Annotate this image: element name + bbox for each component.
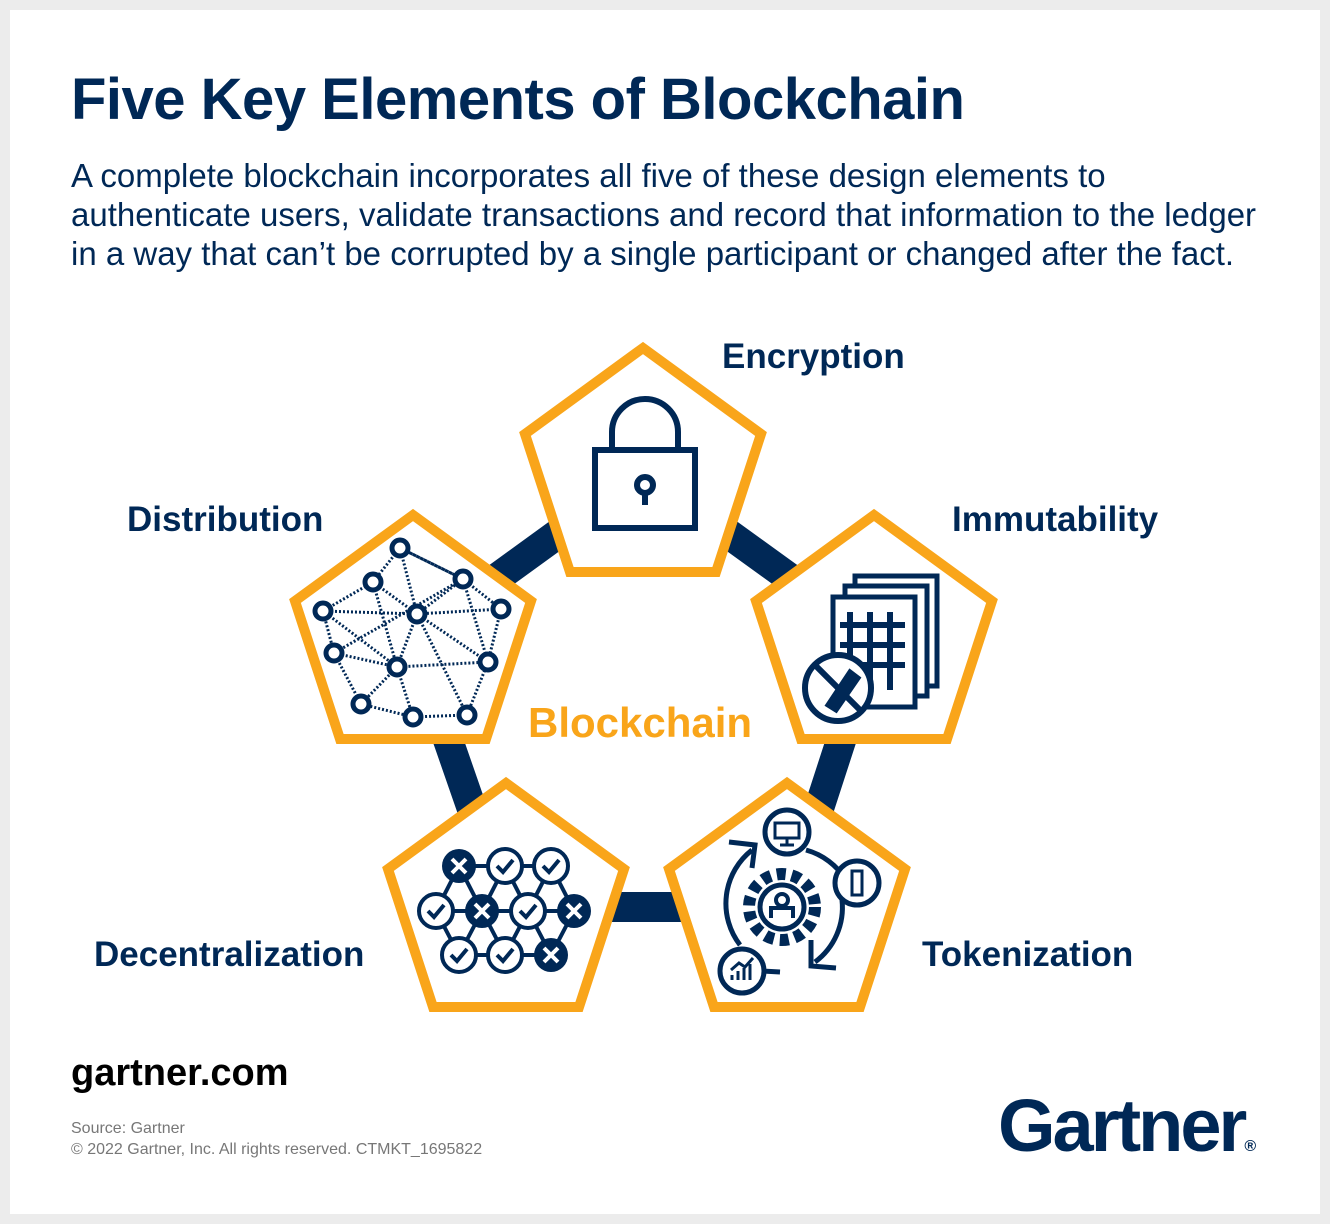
label-immutability: Immutability: [952, 500, 1159, 539]
encryption-pentagon: [525, 348, 761, 572]
label-decentralization: Decentralization: [94, 935, 365, 974]
locked-documents-icon: [802, 573, 940, 724]
label-distribution: Distribution: [127, 500, 324, 539]
infographic-card: [10, 10, 1320, 1214]
validation-grid-icon: [417, 847, 591, 974]
copyright-text: © 2022 Gartner, Inc. All rights reserved…: [71, 1141, 483, 1158]
page-title: Five Key Elements of Blockchain: [71, 67, 965, 132]
registered-mark: ®: [1244, 1138, 1257, 1155]
website-link[interactable]: gartner.com: [71, 1052, 289, 1094]
lock-icon: [592, 396, 698, 531]
gartner-logo: Gartner®: [998, 1083, 1256, 1168]
source-notes: Source: Gartner © 2022 Gartner, Inc. All…: [71, 1118, 482, 1160]
logo-text: Gartner: [998, 1084, 1247, 1167]
source-text: Source: Gartner: [71, 1120, 185, 1137]
label-tokenization: Tokenization: [922, 935, 1134, 974]
page-subtitle: A complete blockchain incorporates all f…: [71, 157, 1257, 272]
label-encryption: Encryption: [722, 337, 905, 376]
network-icon: [312, 537, 512, 728]
center-label-blockchain: Blockchain: [528, 699, 753, 746]
token-cycle-icon: [717, 807, 882, 996]
